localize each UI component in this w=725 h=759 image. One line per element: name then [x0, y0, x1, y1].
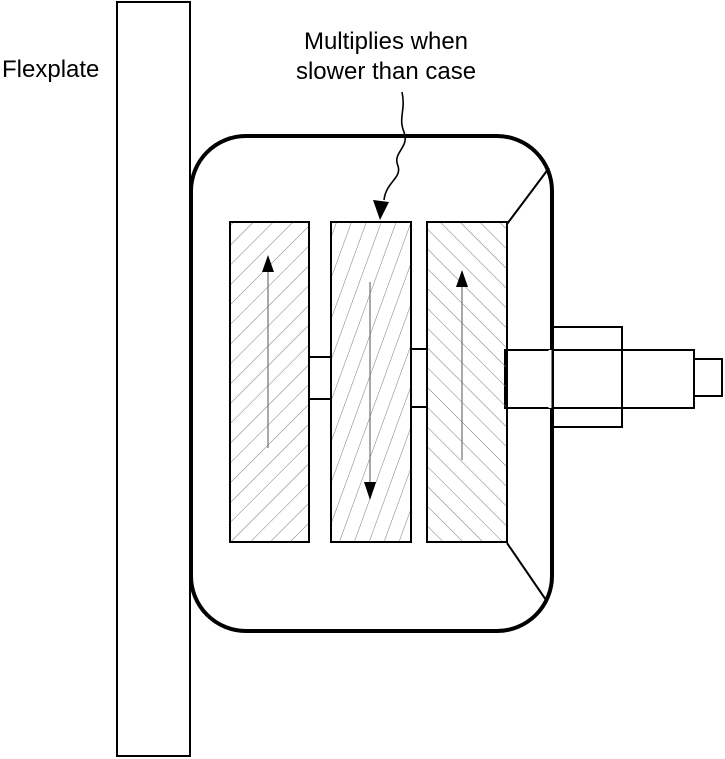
flexplate-label: Flexplate [2, 56, 100, 83]
stator [330, 221, 412, 543]
annotation-label: Multiplies when slower than case [276, 27, 496, 87]
shaft-tip [693, 358, 723, 397]
annotation-line-2: slower than case [295, 58, 477, 85]
shaft-hub [549, 326, 623, 428]
arrow-up-icon [262, 255, 274, 448]
arrow-up-icon [456, 270, 468, 460]
shaft-body-inner [504, 349, 551, 409]
arrow-down-icon [364, 282, 376, 500]
hub-left [308, 356, 332, 400]
case-chamfer-bottom [506, 542, 547, 601]
pump-impeller [229, 221, 310, 543]
hub-right [410, 348, 428, 408]
flexplate [116, 1, 191, 757]
annotation-line-1: Multiplies when [303, 28, 469, 55]
annotation-pointer-arrow-down-icon [373, 91, 407, 220]
turbine [426, 221, 508, 543]
case-chamfer-top [506, 167, 550, 225]
